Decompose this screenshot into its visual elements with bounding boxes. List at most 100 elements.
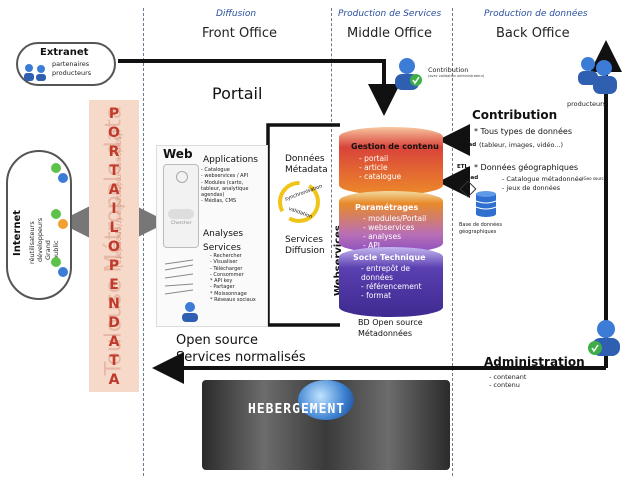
- list-item: - webservices / API: [201, 173, 249, 180]
- list-item: - modules/Portail: [363, 214, 427, 223]
- parametrages-title: Paramétrages: [355, 203, 419, 212]
- services-normalises-label: Services normalisés: [176, 350, 306, 365]
- internet-cloud: Internet réutilisateurs développeurs Gra…: [6, 150, 72, 300]
- bd-label-1: BD Open source: [358, 318, 423, 327]
- list-item: - Télécharger: [210, 265, 243, 272]
- list-item: - Consommer: [210, 271, 244, 278]
- list-item: - Visualiser: [210, 259, 238, 266]
- contribution-item-2-sub-2: - jeux de données: [502, 184, 561, 192]
- contribution-item-2-note: (Geo source): [582, 176, 608, 181]
- db-label-1: Base de données: [459, 222, 502, 228]
- public-users-icon: [48, 158, 70, 298]
- list-item: agendas): [201, 192, 225, 198]
- diffusion-label: Diffusion: [285, 246, 325, 256]
- bd-label-2: Métadonnées: [358, 329, 412, 338]
- portail-letter: T: [109, 353, 119, 369]
- admin-user-icon-right: [584, 318, 624, 360]
- extranet-title: Extranet: [40, 47, 89, 58]
- col-back-office: Back Office: [496, 26, 570, 41]
- web-title: Web: [163, 147, 193, 161]
- donnees-label: Données: [285, 154, 325, 164]
- list-item: - webservices: [363, 223, 415, 232]
- contribution-small-sub: (avec validation administrateur): [428, 74, 485, 78]
- gestion-title: Gestion de contenu: [351, 142, 439, 151]
- list-item: - analyses: [363, 232, 401, 241]
- section-production-services: Production de Services: [338, 9, 442, 19]
- search-placeholder: Chercher: [171, 221, 192, 226]
- portail-letter: D: [108, 315, 120, 331]
- metadata-label: Métadata: [285, 165, 328, 175]
- list-item: - contenant: [489, 373, 527, 381]
- contribution-upload-2: upload: [457, 175, 479, 181]
- administration-title: Administration: [484, 355, 585, 369]
- list-item: - Partager: [210, 284, 235, 291]
- contribution-small-label: Contribution: [428, 66, 469, 74]
- separator-right: [452, 8, 453, 476]
- extranet-subtitle-1: partenaires: [52, 60, 90, 68]
- separator-middle: [331, 8, 332, 258]
- internet-line-1: réutilisateurs: [28, 221, 36, 264]
- applications-title: Applications: [203, 155, 258, 165]
- list-item: tableur, analytique: [201, 185, 249, 192]
- portail-letter: L: [109, 220, 119, 236]
- internet-title: Internet: [12, 209, 23, 256]
- contribution-item-1: * Tous types de données: [474, 127, 572, 136]
- section-diffusion: Diffusion: [216, 9, 257, 19]
- contribution-upload-1: upload: [455, 142, 477, 148]
- services-title: Services: [203, 243, 241, 253]
- admin-user-icon: [179, 300, 201, 322]
- web-browser-mock: Chercher: [163, 164, 199, 248]
- list-item: * Moissonnage: [210, 290, 247, 297]
- separator-left: [143, 8, 144, 476]
- col-middle-office: Middle Office: [347, 26, 433, 41]
- search-input[interactable]: Chercher: [168, 209, 194, 226]
- list-item: - format: [361, 291, 392, 300]
- col-front-office: Front Office: [202, 26, 277, 41]
- hebergement-label: HEBERGEMENT: [248, 402, 346, 417]
- list-item: * Réseaux sociaux: [210, 296, 256, 303]
- list-item: - référencement: [361, 282, 422, 291]
- analyses-title: Analyses: [203, 229, 244, 239]
- extranet-subtitle-2: producteurs: [52, 69, 92, 77]
- administration-list: - contenant- contenu: [489, 373, 526, 389]
- list-item: - Médias, CMS: [201, 198, 237, 205]
- open-source-label: Open source: [176, 333, 259, 348]
- list-item: - Catalogue: [201, 167, 230, 173]
- section-production-donnees: Production de données: [484, 9, 588, 19]
- db-label-2: géographiques: [459, 229, 497, 235]
- socle-list: - entrepôt de données- référencement- fo…: [361, 264, 443, 300]
- portail-letter: I: [111, 201, 117, 217]
- list-item: - Modules (carto,: [201, 179, 244, 186]
- portail-letter: N: [108, 296, 120, 312]
- hosting-servers-image: HEBERGEMENT: [202, 380, 450, 470]
- cylinder-parametrages: Paramétrages - modules/Portail- webservi…: [339, 191, 443, 253]
- socle-title: Socle Technique: [353, 253, 426, 262]
- gestion-list: - portail- article- catalogue: [359, 154, 401, 181]
- list-item: - Rechercher: [210, 253, 242, 259]
- middle-user-icon: [392, 56, 424, 92]
- cylinder-socle: Socle Technique - entrepôt de données- r…: [339, 247, 443, 317]
- portail-letter: P: [108, 258, 120, 274]
- applications-list: - Catalogue- webservices / API- Modules …: [201, 167, 271, 205]
- list-item: - contenu: [489, 381, 520, 390]
- partner-users-icon: [22, 62, 50, 82]
- analytics-sparklines: [163, 256, 199, 298]
- portail-opendata-strip: Toulouse Métropole.data [toulouse-métrop…: [89, 100, 139, 392]
- portail-letter: A: [108, 182, 120, 198]
- list-item: - entrepôt de données: [361, 264, 410, 282]
- internet-line-2: développeurs: [36, 217, 44, 262]
- list-item: - catalogue: [359, 172, 402, 181]
- list-item: - portail: [359, 154, 389, 163]
- contribution-title: Contribution: [472, 108, 558, 122]
- content-cylinder: Gestion de contenu - portail- article- c…: [339, 127, 443, 317]
- list-item: * API key: [210, 278, 233, 284]
- portail-letter: P: [108, 106, 120, 122]
- portail-letter: T: [109, 163, 119, 179]
- portail-letter: E: [109, 277, 119, 293]
- services-list: - Rechercher- Visualiser- Télécharger- C…: [210, 253, 270, 303]
- contribution-item-2: * Données géographiques: [474, 163, 579, 172]
- search-icon: [176, 171, 188, 183]
- producers-icon: [574, 54, 618, 100]
- list-item: - article: [359, 163, 388, 172]
- contribution-etl: ETL: [457, 164, 469, 170]
